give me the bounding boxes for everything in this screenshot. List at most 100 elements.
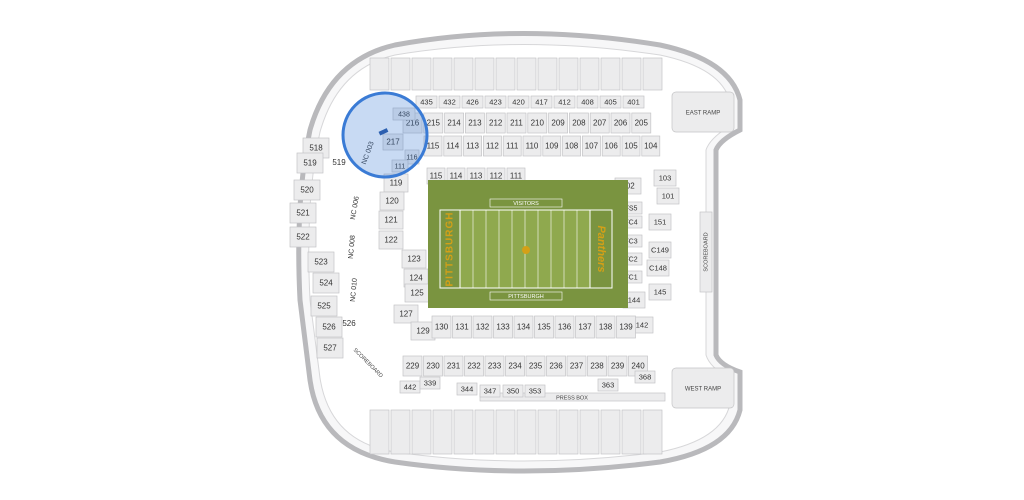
section-block[interactable] [456, 382, 478, 396]
section-block[interactable] [464, 355, 484, 377]
section-block[interactable] [582, 135, 601, 157]
section-block[interactable] [576, 95, 599, 109]
section-block[interactable] [390, 57, 411, 91]
section-block[interactable] [642, 409, 663, 455]
section-block[interactable] [310, 295, 338, 317]
section-block[interactable] [648, 213, 672, 231]
section-block[interactable] [296, 152, 324, 174]
section-block[interactable] [485, 112, 506, 134]
section-block[interactable] [595, 315, 616, 339]
section-block[interactable] [423, 135, 443, 157]
section-block[interactable] [393, 304, 419, 324]
section-block[interactable] [404, 149, 420, 165]
section-block[interactable] [530, 95, 553, 109]
section-block[interactable] [312, 272, 340, 294]
section-block[interactable] [289, 202, 317, 224]
section-block[interactable] [607, 355, 628, 377]
section-block[interactable] [483, 135, 502, 157]
section-block[interactable] [506, 112, 527, 134]
section-block[interactable] [527, 112, 548, 134]
section-block[interactable] [621, 409, 642, 455]
section-block[interactable] [502, 135, 522, 157]
section-block[interactable] [369, 57, 390, 91]
section-block[interactable] [599, 95, 622, 109]
section-block[interactable] [597, 378, 619, 392]
section-block[interactable] [432, 409, 453, 455]
section-block[interactable] [566, 355, 587, 377]
section-block[interactable] [587, 355, 607, 377]
section-block[interactable] [622, 95, 645, 109]
section-block[interactable] [562, 135, 581, 157]
section-block[interactable] [505, 355, 525, 377]
section-block[interactable] [289, 226, 317, 248]
section-block[interactable] [474, 57, 495, 91]
section-block[interactable] [546, 355, 566, 377]
section-block[interactable] [621, 57, 642, 91]
selected-section-highlight[interactable] [341, 91, 429, 179]
section-block[interactable] [453, 57, 474, 91]
section-block[interactable] [648, 283, 672, 301]
section-block[interactable] [438, 95, 461, 109]
section-block[interactable] [369, 409, 390, 455]
section-block[interactable] [513, 315, 534, 339]
section-block[interactable] [621, 135, 641, 157]
section-block[interactable] [648, 241, 672, 259]
section-block[interactable] [631, 112, 652, 134]
section-block[interactable] [600, 409, 621, 455]
section-block[interactable] [601, 135, 621, 157]
section-block[interactable] [516, 57, 537, 91]
section-block[interactable] [465, 112, 485, 134]
section-block[interactable] [548, 112, 568, 134]
section-block[interactable] [610, 112, 631, 134]
section-block[interactable] [600, 57, 621, 91]
section-block[interactable] [443, 355, 464, 377]
section-block[interactable] [558, 57, 579, 91]
section-block[interactable] [525, 355, 546, 377]
section-block[interactable] [423, 355, 443, 377]
section-block[interactable] [575, 315, 595, 339]
section-block[interactable] [379, 191, 405, 211]
section-block[interactable] [524, 384, 546, 398]
section-block[interactable] [495, 57, 516, 91]
section-block[interactable] [453, 409, 474, 455]
section-block[interactable] [558, 409, 579, 455]
section-block[interactable] [316, 337, 344, 359]
section-block[interactable] [315, 316, 343, 338]
section-block[interactable] [554, 315, 575, 339]
section-block[interactable] [307, 251, 335, 273]
section-block[interactable] [484, 95, 507, 109]
section-block[interactable] [432, 57, 453, 91]
section-block[interactable] [463, 135, 482, 157]
section-block[interactable] [411, 409, 432, 455]
section-block[interactable] [378, 210, 404, 230]
section-block[interactable] [431, 315, 452, 339]
section-block[interactable] [579, 57, 600, 91]
section-block[interactable] [537, 57, 558, 91]
section-block[interactable] [461, 95, 484, 109]
section-block[interactable] [474, 409, 495, 455]
section-block[interactable] [616, 315, 636, 339]
section-block[interactable] [502, 384, 524, 398]
section-block[interactable] [641, 135, 661, 157]
section-block[interactable] [419, 376, 441, 390]
section-block[interactable] [642, 57, 663, 91]
section-block[interactable] [452, 315, 472, 339]
section-block[interactable] [401, 249, 427, 269]
section-block[interactable] [390, 409, 411, 455]
section-block[interactable] [402, 355, 423, 377]
section-block[interactable] [411, 57, 432, 91]
section-block[interactable] [569, 112, 589, 134]
section-block[interactable] [516, 409, 537, 455]
section-block[interactable] [579, 409, 600, 455]
section-block[interactable] [634, 370, 656, 384]
section-block[interactable] [653, 169, 677, 187]
section-block[interactable] [537, 409, 558, 455]
section-block[interactable] [444, 112, 464, 134]
section-block[interactable] [293, 179, 321, 201]
section-block[interactable] [495, 409, 516, 455]
selected-seat-marker[interactable] [378, 128, 389, 136]
section-block[interactable] [479, 384, 501, 398]
section-block[interactable] [553, 95, 576, 109]
section-block[interactable] [484, 355, 505, 377]
section-block[interactable] [493, 315, 513, 339]
